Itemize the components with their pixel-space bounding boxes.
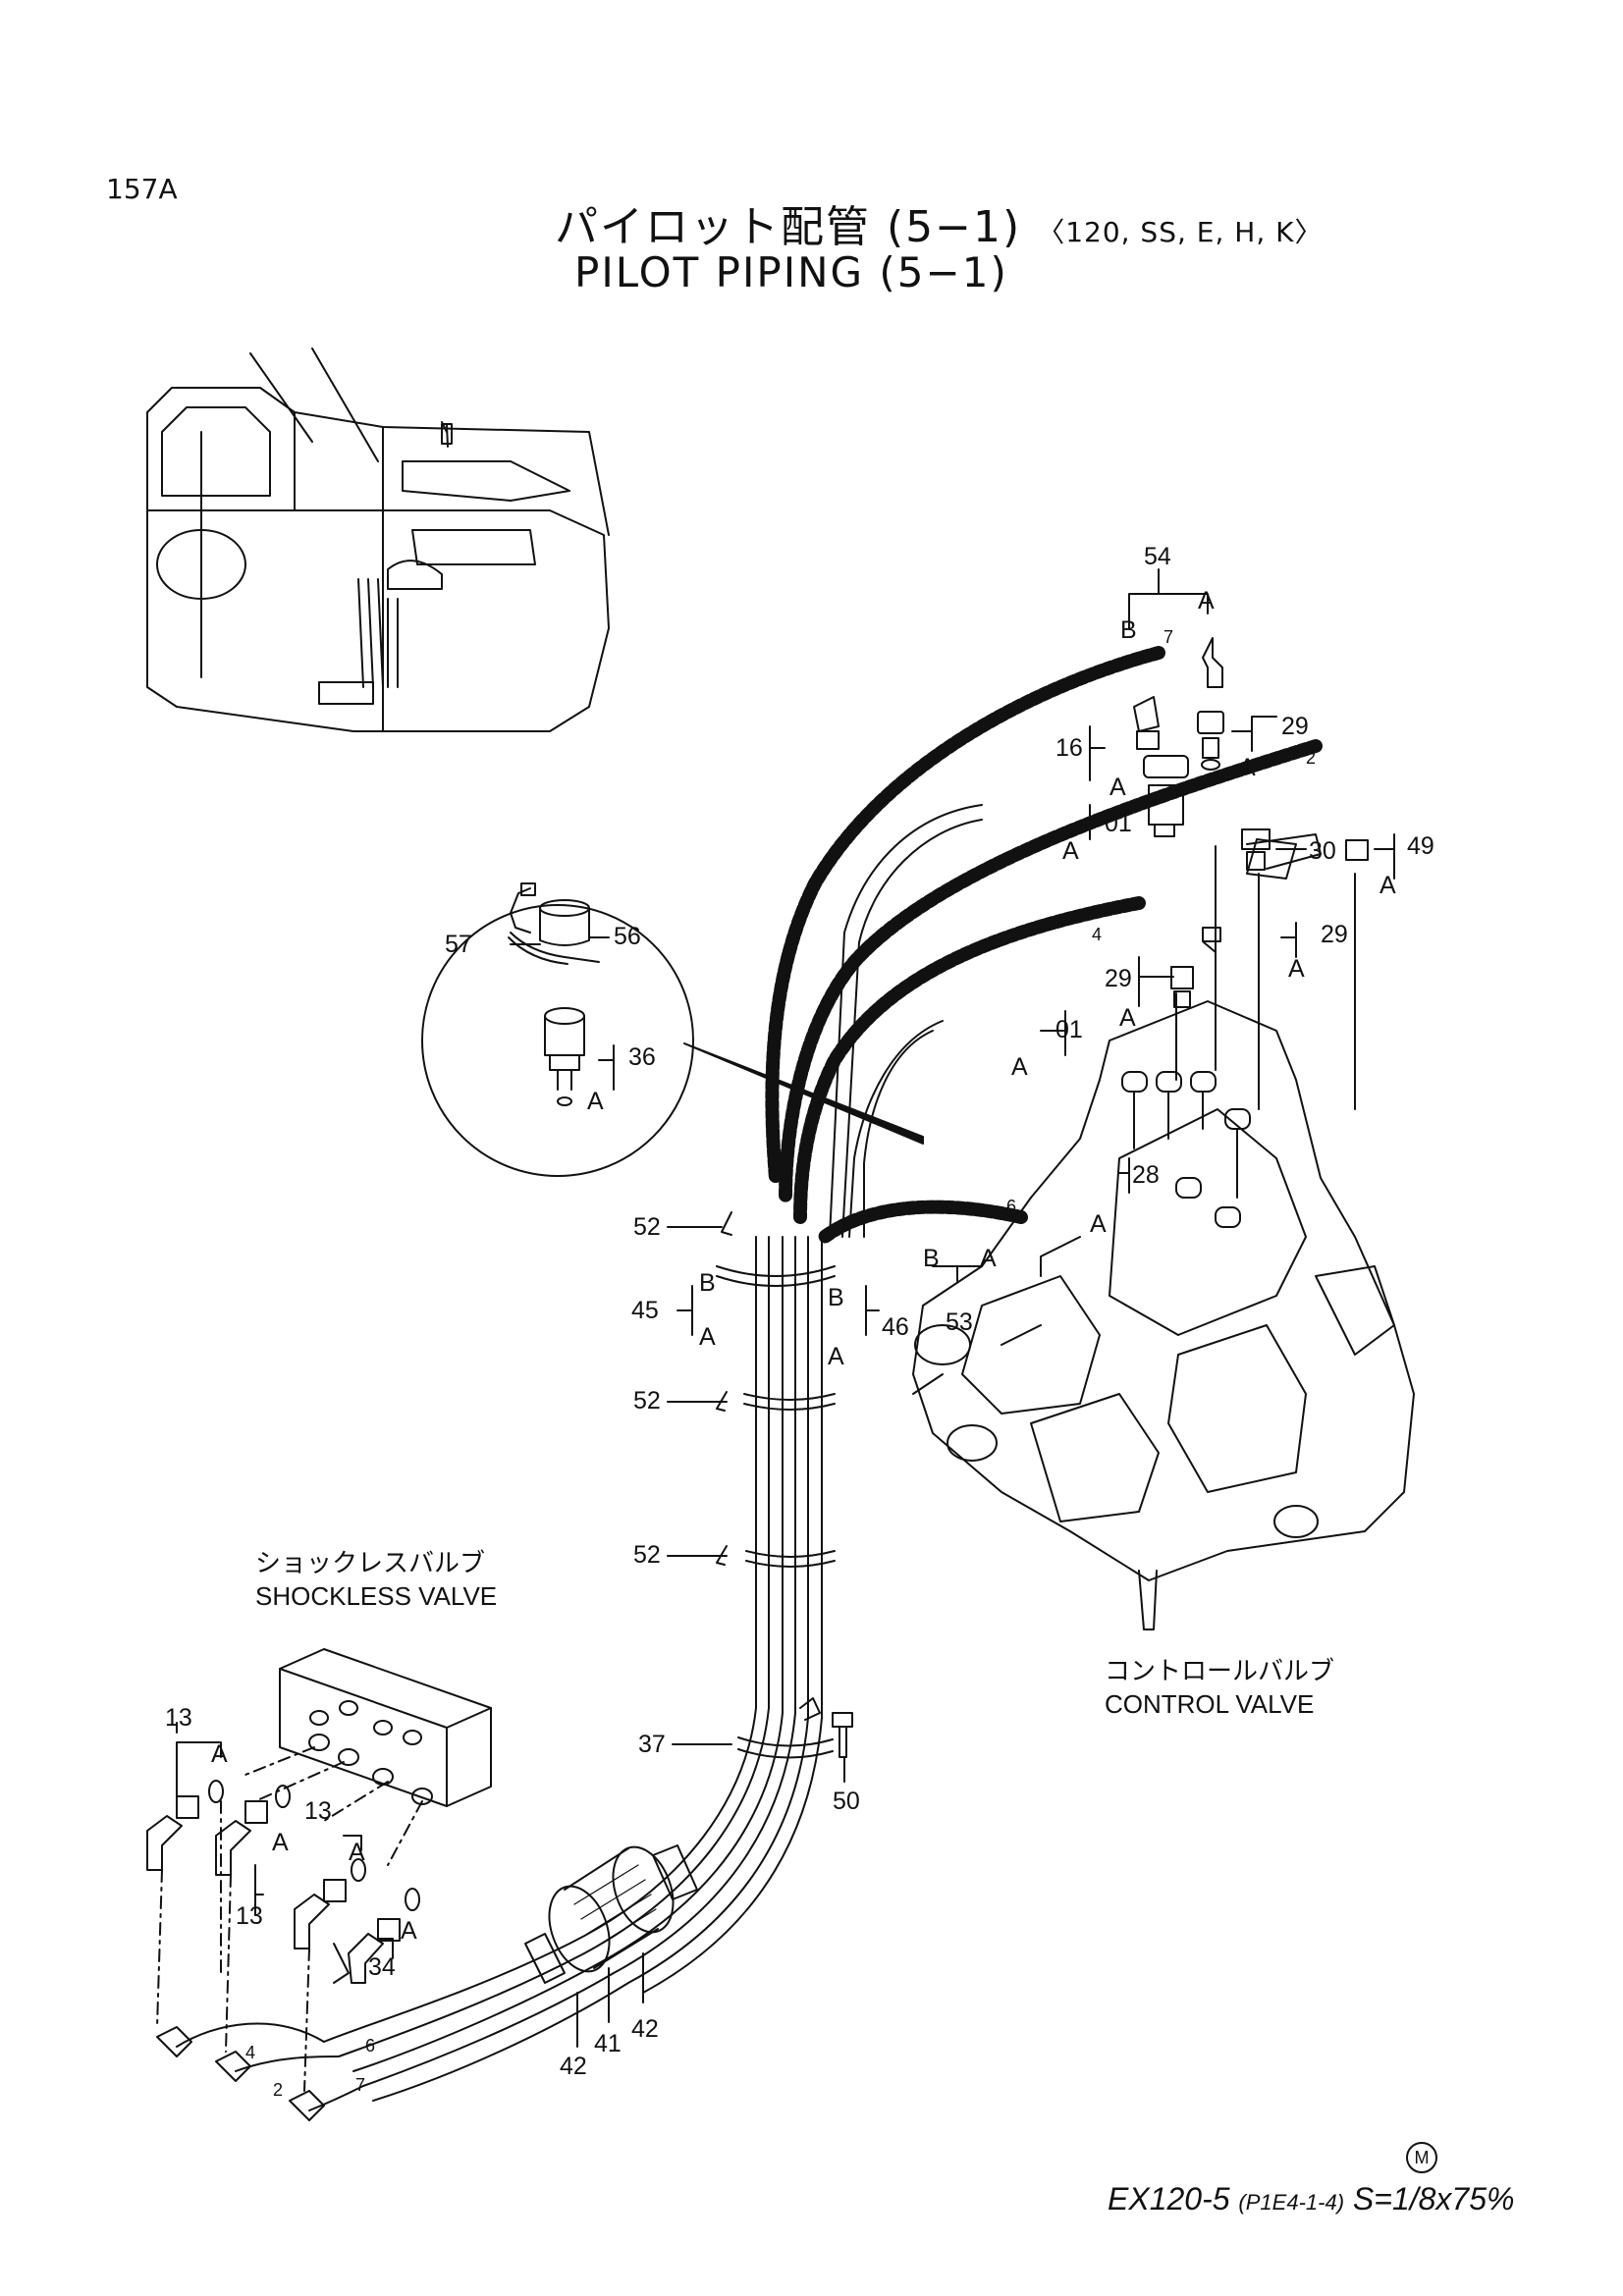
callout-30: 30 (1309, 837, 1336, 865)
hose-mark-6-lower: 6 (365, 2036, 375, 2056)
callout-52-mid: 52 (633, 1387, 661, 1415)
footer-m-mark: M (1406, 2142, 1437, 2173)
callout-letter-A: A (587, 1088, 604, 1115)
hose-mark-2-lower: 2 (273, 2080, 283, 2100)
control-valve-drawing (912, 1000, 1415, 1630)
callout-50: 50 (833, 1788, 860, 1815)
shockless-valve-label-jp: ショックレスバルブ (255, 1548, 486, 1577)
footer-code: (P1E4-1-4) (1238, 2190, 1345, 2215)
callout-letter-A: A (1198, 587, 1215, 614)
callout-13-left: 13 (165, 1704, 192, 1732)
callout-34: 34 (368, 1953, 396, 1981)
hose-mark-6: 6 (1006, 1197, 1016, 1216)
callout-letter-A: A (211, 1740, 228, 1768)
control-valve-label-jp: コントロールバルブ (1105, 1656, 1335, 1685)
callout-57: 57 (445, 931, 472, 958)
callout-letter-A: A (1380, 872, 1396, 899)
hose-mark-7: 7 (1163, 627, 1173, 647)
footer-scale: S=1/8x75% (1352, 2181, 1515, 2216)
callout-29-top: 29 (1281, 713, 1309, 740)
shockless-valve-fittings (146, 1780, 420, 2121)
callout-letter-A: A (401, 1917, 417, 1945)
callout-16: 16 (1055, 734, 1083, 762)
callout-01-top: 01 (1105, 810, 1132, 837)
hose-mark-7-lower: 7 (355, 2075, 365, 2095)
callout-letter-A: A (1062, 837, 1079, 865)
hose-bundle (323, 646, 1323, 2102)
callout-letter-B: B (1120, 616, 1137, 644)
callout-letter-A: A (1011, 1053, 1028, 1081)
callout-letter-A: A (349, 1839, 365, 1866)
title-english: PILOT PIPING (5−1) (574, 248, 1008, 296)
callout-letter-A: A (1090, 1210, 1107, 1238)
callout-letter-B: B (828, 1284, 844, 1311)
control-valve-fittings (1133, 637, 1369, 1110)
callout-letter-A: A (1288, 955, 1305, 983)
callout-letter-B: B (699, 1269, 716, 1297)
bolt-50-drawing (832, 1712, 853, 1758)
callout-letter-A: A (1239, 754, 1256, 781)
callout-leaders (176, 568, 1395, 2048)
callout-53: 53 (946, 1308, 973, 1336)
callout-36: 36 (628, 1043, 656, 1071)
shockless-valve-label: ショックレスバルブ SHOCKLESS VALVE (255, 1546, 497, 1613)
callout-52-top: 52 (633, 1213, 661, 1241)
callout-letter-B: B (923, 1245, 940, 1272)
control-valve-label-en: CONTROL VALVE (1105, 1689, 1315, 1719)
callout-letter-A: A (272, 1829, 289, 1856)
hose-mark-4-lower: 4 (245, 2043, 255, 2062)
control-valve-label: コントロールバルブ CONTROL VALVE (1105, 1654, 1334, 1721)
callout-54: 54 (1144, 543, 1171, 570)
excavator-overview-drawing (146, 347, 610, 732)
callout-01-low: 01 (1055, 1016, 1083, 1043)
callout-42-right: 42 (631, 2015, 659, 2043)
callout-13-mid: 13 (304, 1797, 332, 1825)
callout-letter-A: A (980, 1245, 997, 1272)
callout-42-left: 42 (560, 2053, 587, 2080)
shockless-valve-label-en: SHOCKLESS VALVE (255, 1581, 498, 1611)
shockless-valve-drawing (220, 1648, 492, 1974)
callout-letter-A: A (1109, 774, 1126, 801)
callout-letter-A: A (1119, 1004, 1136, 1032)
callout-letter-A: A (699, 1323, 716, 1351)
callout-49: 49 (1407, 832, 1434, 860)
callout-13-low: 13 (236, 1902, 263, 1930)
callout-37: 37 (638, 1731, 666, 1758)
callout-46: 46 (882, 1313, 909, 1341)
title-japanese-text: パイロット配管 (5−1) (555, 202, 1022, 252)
title-variants: 〈120, SS, E, H, K〉 (1037, 216, 1324, 248)
callout-56: 56 (614, 923, 641, 950)
hose-mark-4: 4 (1092, 925, 1102, 944)
hose-mark-2: 2 (1306, 748, 1316, 768)
callout-45: 45 (631, 1297, 659, 1324)
callout-letter-A: A (828, 1343, 844, 1370)
callout-52-low: 52 (633, 1541, 661, 1569)
footer-model: EX120-5 (1108, 2181, 1230, 2216)
callout-41: 41 (594, 2030, 622, 2057)
page-number: 157A (106, 173, 178, 205)
callout-numbers: 54 A B 7 29 A 2 16 A 01 A 30 49 A 4 29 A… (165, 543, 1434, 2100)
callout-29-mid: 29 (1321, 921, 1348, 948)
title-japanese: パイロット配管 (5−1) 〈120, SS, E, H, K〉 (555, 191, 1324, 254)
callout-28: 28 (1132, 1161, 1160, 1189)
callout-29-low: 29 (1105, 965, 1132, 992)
footer: EX120-5 (P1E4-1-4) S=1/8x75% (1108, 2181, 1514, 2217)
